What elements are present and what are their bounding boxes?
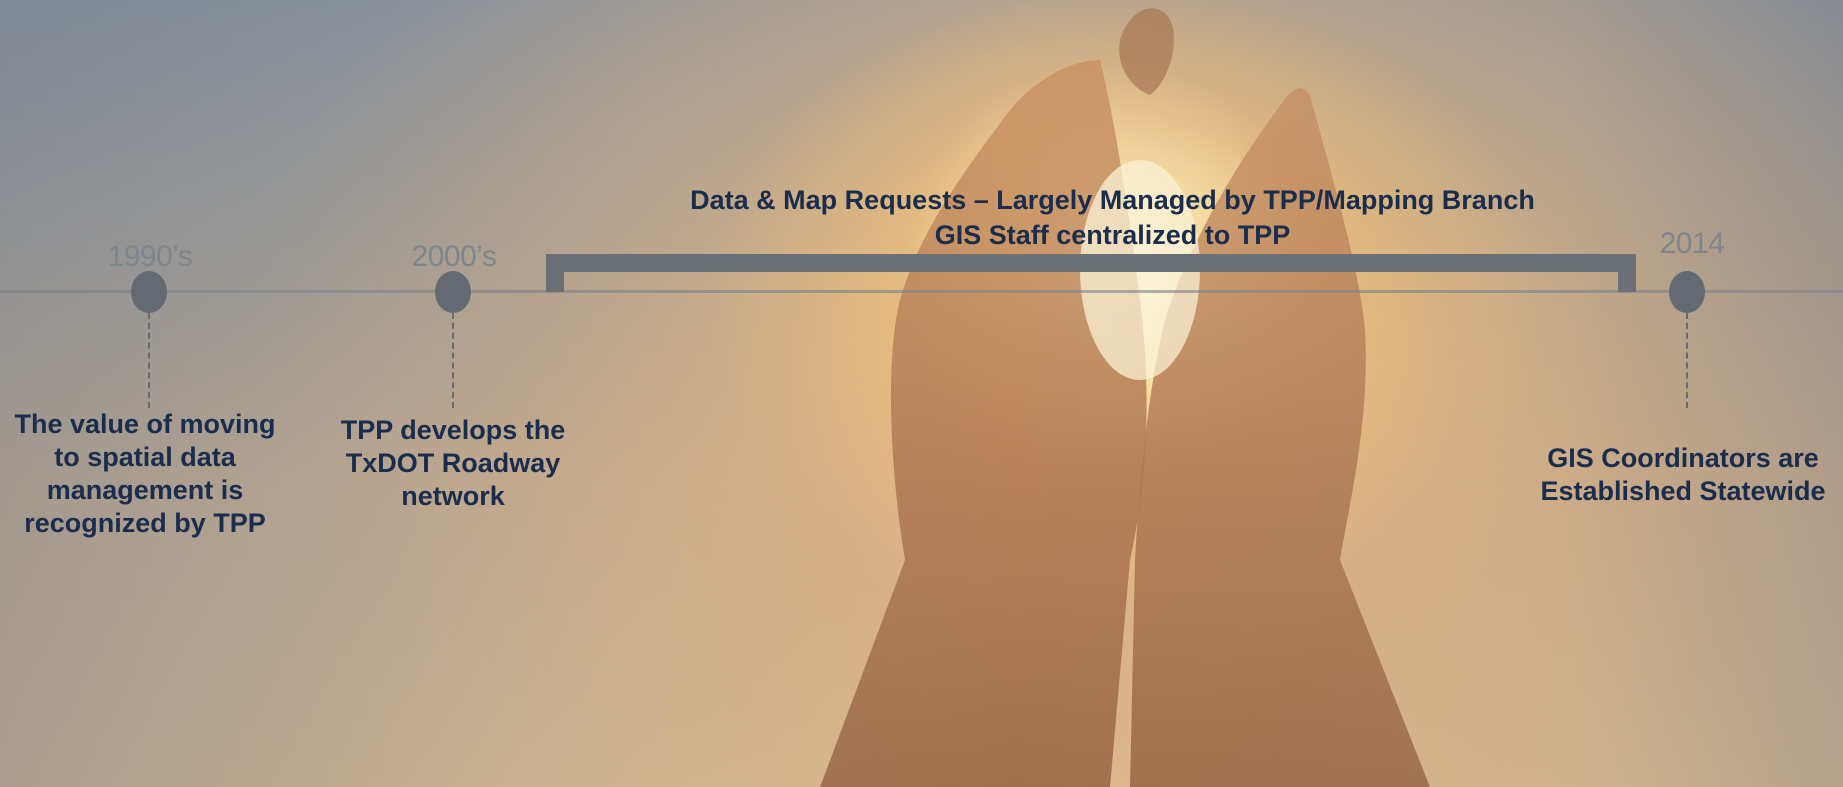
milestone-year-2000s: 2000’s — [411, 240, 497, 273]
milestone-year-2014: 2014 — [1659, 227, 1725, 260]
span-label: Data & Map Requests – Largely Managed by… — [600, 183, 1625, 253]
timeline-axis — [0, 290, 1843, 293]
milestone-year-1990s: 1990’s — [107, 240, 193, 273]
fingertip-shape — [1119, 8, 1174, 95]
milestone-caption-2014: GIS Coordinators are Established Statewi… — [1540, 443, 1826, 506]
left-hand-shape — [820, 60, 1147, 787]
milestone-marker-2000s — [435, 271, 471, 313]
span-label-line2: GIS Staff centralized to TPP — [934, 220, 1291, 250]
milestone-stem-1990s — [148, 313, 150, 408]
span-bracket-bar — [546, 254, 1636, 272]
milestone-marker-2014 — [1669, 271, 1705, 313]
milestone-caption-1990s: The value of moving to spatial data mana… — [14, 409, 276, 538]
span-label-line1: Data & Map Requests – Largely Managed by… — [690, 185, 1535, 215]
milestone-marker-1990s — [131, 271, 167, 313]
milestone-stem-2000s — [452, 313, 454, 408]
span-bracket-left-leg — [546, 254, 564, 292]
milestone-stem-2014 — [1686, 313, 1688, 408]
span-bracket-right-leg — [1618, 254, 1636, 292]
milestone-caption-2000s: TPP develops the TxDOT Roadway network — [340, 415, 566, 511]
